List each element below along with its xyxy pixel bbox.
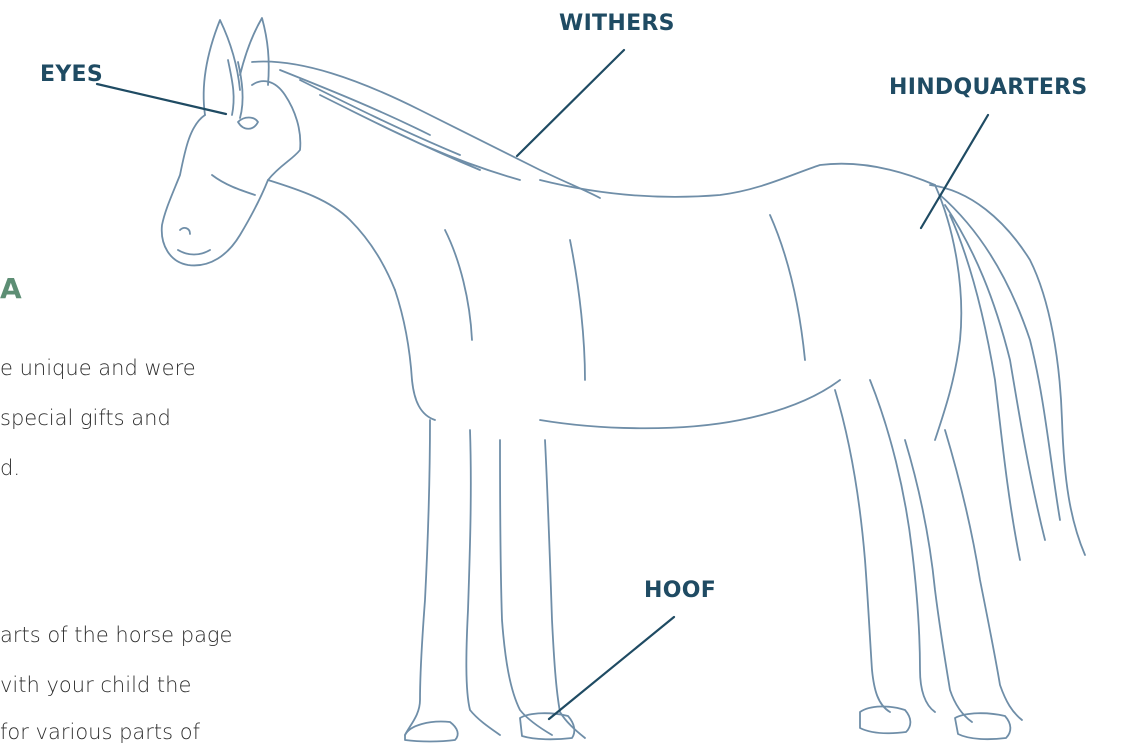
horse-chest xyxy=(395,290,435,420)
front-hoof-left xyxy=(405,722,458,742)
eyes-leader xyxy=(97,84,226,114)
hindquarters-leader xyxy=(921,115,988,228)
hind-hoof-left xyxy=(860,706,910,733)
left-ear xyxy=(204,20,240,115)
withers-label: WITHERS xyxy=(559,11,675,36)
eyes-label: EYES xyxy=(40,62,103,87)
front-leg-left xyxy=(405,420,430,735)
mane-strands xyxy=(280,70,520,180)
horse-nostril xyxy=(180,228,190,234)
front-leg-left-back xyxy=(466,430,500,735)
hoof-label: HOOF xyxy=(644,578,716,603)
horse-sketch xyxy=(162,18,1085,742)
shoulder-line xyxy=(445,230,472,340)
tail-strands xyxy=(940,195,1060,560)
withers-leader xyxy=(517,50,624,156)
front-leg-right xyxy=(500,440,552,735)
neck-front xyxy=(268,180,395,290)
barrel-line xyxy=(570,240,585,380)
horse-mouth xyxy=(178,250,210,255)
hind-hoof-right xyxy=(955,713,1010,739)
horse-belly xyxy=(540,380,840,428)
hind-leg-right-back xyxy=(945,430,1022,720)
horse-back xyxy=(540,164,935,197)
hoof-leader xyxy=(549,617,674,719)
right-ear xyxy=(240,18,269,85)
hindquarters-label: HINDQUARTERS xyxy=(889,75,1088,100)
front-hoof-right xyxy=(520,713,574,739)
horse-jaw xyxy=(212,175,255,195)
hind-leg-left xyxy=(835,390,890,712)
leader-lines xyxy=(97,50,988,719)
horse-eye xyxy=(238,118,258,129)
hind-leg-left-back xyxy=(870,380,935,712)
flank-line xyxy=(770,215,805,360)
horse-head xyxy=(162,81,301,265)
